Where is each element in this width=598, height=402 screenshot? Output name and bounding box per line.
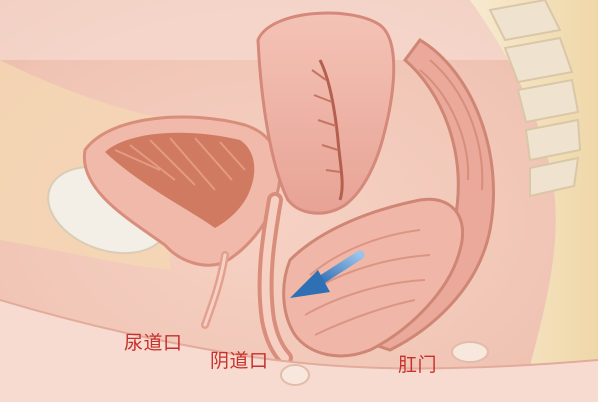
- urethral-opening-label: 尿道口: [124, 332, 183, 354]
- vaginal-opening-label: 阴道口: [210, 350, 269, 372]
- anal-opening-droplet: [452, 342, 488, 362]
- anus-label: 肛门: [398, 354, 437, 376]
- vaginal-opening-droplet: [281, 365, 309, 385]
